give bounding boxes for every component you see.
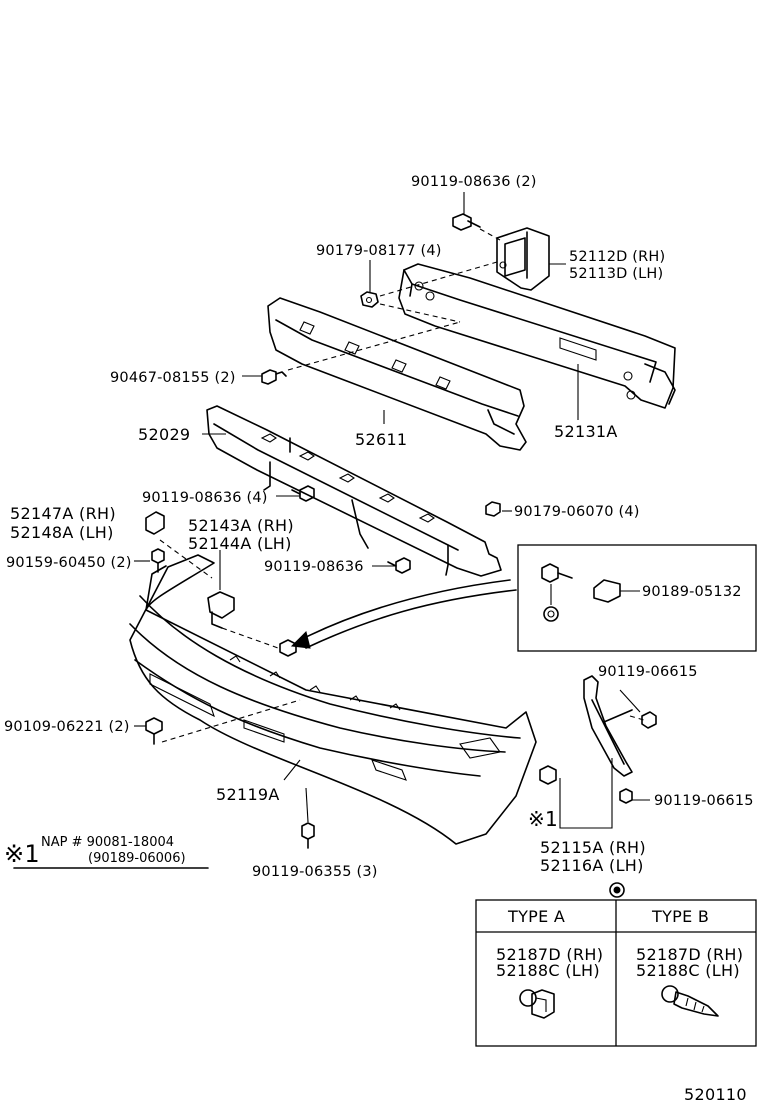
- label-bolt-low: 90119-08636: [264, 559, 364, 575]
- bolt-mid-icon: [291, 485, 315, 502]
- label-bracket-rh: 52112D (RH): [569, 249, 665, 265]
- type-b-screw-icon: [661, 985, 719, 1017]
- note-line-2: (90189-06006): [88, 851, 186, 866]
- bumper-retainer: [206, 405, 502, 577]
- inset-box: [517, 544, 757, 652]
- type-a-clip-icon: [519, 989, 555, 1019]
- extension-bracket: [145, 511, 165, 535]
- cover-clip-icon: [279, 639, 297, 657]
- pointer-arrow: [299, 579, 511, 641]
- type-a-rh: 52187D (RH): [496, 945, 603, 964]
- bumper-cover: [129, 554, 537, 845]
- label-support-lh: 52144A (LH): [188, 534, 292, 553]
- label-reinforcement: 52131A: [554, 422, 618, 441]
- label-bolt-bottom: 90119-06355 (3): [252, 864, 378, 880]
- bolt-side-b-icon: [619, 788, 633, 804]
- label-bolt-mid: 90119-08636 (4): [142, 490, 268, 506]
- note-line-1: NAP # 90081-18004: [41, 835, 174, 850]
- screw-left-icon: [145, 717, 163, 745]
- type-b-header: TYPE B: [651, 907, 709, 926]
- bolt-bottom-icon: [301, 822, 315, 849]
- type-a-header: TYPE A: [507, 907, 565, 926]
- label-support-rh: 52143A (RH): [188, 516, 294, 535]
- side-support-bracket: [583, 675, 633, 777]
- bolt-side-a-icon: [641, 711, 657, 729]
- label-ref-mark: ※1: [528, 807, 558, 831]
- side-bracket-52112d: [496, 227, 550, 291]
- label-nut-90179-08177: 90179-08177 (4): [316, 243, 442, 259]
- bolt-low-icon: [387, 557, 411, 574]
- label-cover: 52119A: [216, 785, 280, 804]
- support-bracket: [207, 550, 235, 629]
- arrow-head-icon: [290, 631, 311, 649]
- label-bolt-top: 90119-08636 (2): [411, 174, 537, 190]
- page-code: 520110: [684, 1085, 747, 1104]
- bumper-reinforcement: [398, 263, 676, 409]
- clip-symbol-icon: [609, 882, 625, 898]
- label-screw-90159: 90159-60450 (2): [6, 555, 132, 571]
- label-clip-90467: 90467-08155 (2): [110, 370, 236, 386]
- type-b-rh: 52187D (RH): [636, 945, 743, 964]
- inset-clip-icon: [541, 563, 640, 622]
- type-a-lh: 52188C (LH): [496, 961, 600, 980]
- nut-small-icon: [485, 501, 501, 517]
- bolt-top-icon: [452, 213, 481, 231]
- label-side-rh: 52115A (RH): [540, 838, 646, 857]
- type-table: [475, 899, 757, 1047]
- label-ext-rh: 52147A (RH): [10, 504, 116, 523]
- label-clip-90189-05132: 90189-05132: [642, 584, 742, 600]
- label-nut-90179-06070: 90179-06070 (4): [514, 504, 640, 520]
- nut-icon: [360, 291, 379, 308]
- label-side-lh: 52116A (LH): [540, 856, 644, 875]
- label-retainer: 52029: [138, 425, 190, 444]
- label-ext-lh: 52148A (LH): [10, 523, 114, 542]
- type-b-lh: 52188C (LH): [636, 961, 740, 980]
- clip-icon: [261, 369, 287, 385]
- note-mark: ※1: [4, 840, 40, 868]
- label-bolt-side-a: 90119-06615: [598, 664, 698, 680]
- label-screw-90109: 90109-06221 (2): [4, 719, 130, 735]
- label-absorber: 52611: [355, 430, 407, 449]
- label-bolt-side-b: 90119-06615: [654, 793, 754, 809]
- energy-absorber: [267, 297, 527, 451]
- side-clip-icon: [539, 765, 557, 785]
- label-bracket-lh: 52113D (LH): [569, 266, 663, 282]
